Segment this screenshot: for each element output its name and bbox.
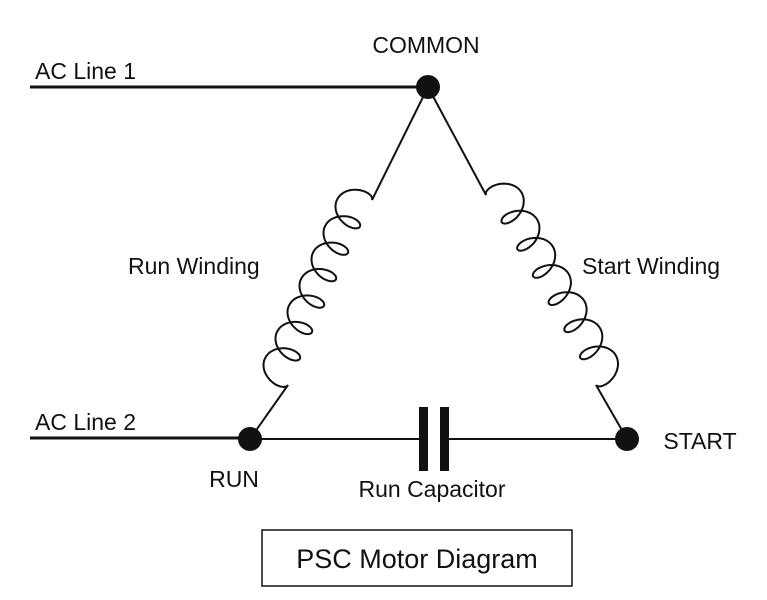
start-winding-coil — [484, 182, 619, 388]
run-terminal — [238, 427, 262, 451]
capacitor-plate-left — [419, 407, 428, 471]
run-winding-lead-top — [371, 86, 429, 201]
ac-line-1-label: AC Line 1 — [35, 58, 136, 84]
title-box — [261, 529, 573, 587]
run-capacitor-label: Run Capacitor — [358, 476, 505, 502]
run-winding-coil — [262, 188, 374, 389]
common-label: COMMON — [372, 32, 479, 58]
start-label: START — [663, 428, 736, 454]
start-winding-lead-top — [427, 86, 487, 196]
start-terminal — [615, 427, 639, 451]
run-label: RUN — [209, 466, 259, 492]
start-winding-label: Start Winding — [582, 253, 720, 279]
ac-line-2-label: AC Line 2 — [35, 409, 136, 435]
run-winding-label: Run Winding — [128, 253, 260, 279]
common-terminal — [416, 75, 440, 99]
capacitor-plate-right — [440, 407, 449, 471]
diagram-title: PSC Motor Diagram — [296, 544, 538, 574]
